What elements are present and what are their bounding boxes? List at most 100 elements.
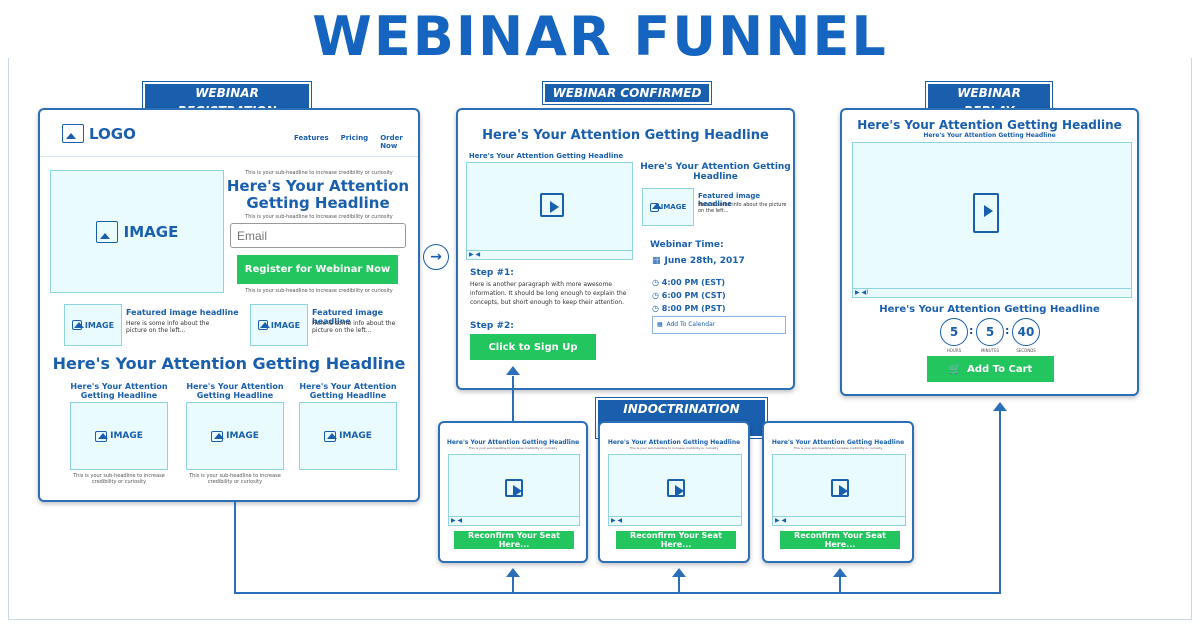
- play-icon[interactable]: [540, 193, 564, 217]
- clock-icon: ◷: [652, 304, 659, 313]
- countdown-minutes-label: MINUTES: [980, 348, 1000, 353]
- play-icon[interactable]: [973, 193, 999, 233]
- countdown-seconds-label: SECONDS: [1016, 348, 1036, 353]
- column-headline-2: Here's Your Attention Getting Headline: [186, 382, 284, 400]
- video-player[interactable]: ▶ ◀: [772, 454, 906, 526]
- featured-image-2: IMAGE: [250, 304, 308, 346]
- indoctrination-headline: Here's Your Attention Getting Headline: [771, 439, 905, 446]
- replay-bottom-headline: Here's Your Attention Getting Headline: [879, 304, 1100, 315]
- arrow-up-icon: [993, 402, 1007, 411]
- video-player[interactable]: ▶ ◀: [608, 454, 742, 526]
- arrow-up-icon: [506, 366, 520, 375]
- featured-text-1: Here is some info about the picture on t…: [126, 320, 210, 334]
- cart-icon: 🛒: [948, 363, 962, 375]
- reconfirm-seat-button[interactable]: Reconfirm Your Seat Here...: [780, 531, 900, 549]
- clock-icon: ◷: [652, 291, 659, 300]
- column-image-3: IMAGE: [299, 402, 397, 470]
- webinar-date: ▦June 28th, 2017: [652, 256, 745, 266]
- register-button[interactable]: Register for Webinar Now: [237, 255, 398, 284]
- add-to-cart-button[interactable]: 🛒Add To Cart: [927, 356, 1054, 382]
- video-controls[interactable]: ▶ ◀: [449, 516, 579, 525]
- label-webinar-confirmed: WEBINAR CONFIRMED: [543, 82, 711, 104]
- play-icon[interactable]: [831, 479, 849, 497]
- image-icon: [95, 220, 118, 243]
- column-subheadline-1: This is your sub-headline to increase cr…: [73, 473, 165, 485]
- image-icon: [71, 320, 85, 330]
- connector-line: [678, 576, 680, 593]
- play-icon[interactable]: [505, 479, 523, 497]
- add-to-calendar-button[interactable]: ▦ Add To Calendar: [652, 316, 786, 334]
- arrow-right-icon: →: [423, 244, 449, 270]
- featured-text-2: Here is some info about the picture on t…: [312, 320, 396, 334]
- image-icon: [257, 320, 271, 330]
- image-icon: [95, 430, 108, 442]
- column-image-1: IMAGE: [70, 402, 168, 470]
- logo[interactable]: LOGO: [62, 124, 136, 143]
- featured-image-1: IMAGE: [64, 304, 122, 346]
- confirmed-page-card: Here's Your Attention Getting Headline H…: [456, 108, 795, 390]
- replay-headline: Here's Your Attention Getting Headline: [857, 118, 1122, 132]
- connector-line: [999, 410, 1001, 594]
- video-player[interactable]: ▶ ◀: [448, 454, 580, 526]
- reconfirm-seat-button[interactable]: Reconfirm Your Seat Here...: [616, 531, 736, 549]
- arrow-up-icon: [833, 568, 847, 577]
- nav-features[interactable]: Features: [294, 134, 329, 142]
- sign-up-button[interactable]: Click to Sign Up: [470, 334, 596, 360]
- webinar-times: ◷ 4:00 PM (EST) ◷ 6:00 PM (CST) ◷ 8:00 P…: [652, 278, 726, 313]
- image-icon: [649, 202, 662, 212]
- video-player[interactable]: ▶ ◀): [852, 142, 1132, 298]
- featured-headline-2: Featured image headline: [312, 308, 383, 326]
- indoctrination-subheadline: This is your sub-headline to increase cr…: [468, 446, 558, 450]
- right-headline: Here's Your Attention Getting Headline: [640, 162, 791, 182]
- countdown-separator: :: [1005, 324, 1010, 337]
- column-image-2: IMAGE: [186, 402, 284, 470]
- nav-pricing[interactable]: Pricing: [340, 134, 369, 142]
- nav-order-now[interactable]: Order Now: [380, 134, 403, 150]
- hero-headline: Here's Your Attention Getting Headline: [226, 177, 410, 212]
- calendar-icon: ▦: [657, 321, 663, 328]
- countdown-hours-label: HOURS: [946, 348, 962, 353]
- video-controls[interactable]: ▶ ◀: [609, 516, 741, 525]
- registration-page-card: LOGO Features Pricing Order Now IMAGE Th…: [38, 108, 420, 502]
- indoctrination-headline: Here's Your Attention Getting Headline: [446, 439, 580, 446]
- indoctrination-subheadline: This is your sub-headline to increase cr…: [793, 446, 883, 450]
- email-field[interactable]: [230, 223, 406, 248]
- connector-line: [839, 576, 841, 593]
- countdown-separator: :: [969, 324, 974, 337]
- image-icon: [62, 124, 84, 143]
- countdown-seconds: 40: [1012, 318, 1040, 346]
- nav-menu: Features Pricing Order Now: [294, 134, 418, 150]
- step-2-label: Step #2:: [470, 321, 514, 331]
- clock-icon: ◷: [652, 278, 659, 287]
- video-player[interactable]: ▶ ◀: [466, 162, 633, 260]
- indoctrination-page-card-2: Here's Your Attention Getting Headline T…: [598, 421, 750, 563]
- featured-image: IMAGE: [642, 188, 694, 226]
- indoctrination-headline: Here's Your Attention Getting Headline: [607, 439, 741, 446]
- replay-page-card: Here's Your Attention Getting Headline H…: [840, 108, 1139, 396]
- funnel-frame: [8, 58, 1192, 620]
- connector-line: [234, 502, 236, 594]
- video-controls[interactable]: ▶ ◀: [773, 516, 905, 525]
- section-headline: Here's Your Attention Getting Headline: [52, 354, 406, 373]
- step-1-label: Step #1:: [470, 268, 514, 278]
- featured-headline-1: Featured image headline: [126, 308, 239, 317]
- video-headline: Here's Your Attention Getting Headline: [468, 152, 624, 160]
- sub-headline: This is your sub-headline to increase cr…: [245, 214, 393, 220]
- image-icon: [324, 430, 337, 442]
- calendar-icon: ▦: [652, 256, 661, 266]
- arrow-up-icon: [506, 568, 520, 577]
- confirmed-headline: Here's Your Attention Getting Headline: [482, 128, 769, 143]
- connector-line: [234, 592, 1001, 594]
- connector-line: [512, 376, 514, 421]
- page-title: WEBINAR FUNNEL: [312, 5, 888, 68]
- featured-text: Here is some info about the picture on t…: [698, 202, 787, 214]
- reconfirm-seat-button[interactable]: Reconfirm Your Seat Here...: [454, 531, 574, 549]
- indoctrination-page-card-1: Here's Your Attention Getting Headline T…: [438, 421, 588, 563]
- sub-headline: This is your sub-headline to increase cr…: [245, 288, 393, 294]
- indoctrination-page-card-3: Here's Your Attention Getting Headline T…: [762, 421, 914, 563]
- play-icon[interactable]: [667, 479, 685, 497]
- column-headline-3: Here's Your Attention Getting Headline: [299, 382, 397, 400]
- video-controls[interactable]: ▶ ◀): [853, 288, 1131, 297]
- image-icon: [211, 430, 224, 442]
- video-controls[interactable]: ▶ ◀: [467, 250, 632, 259]
